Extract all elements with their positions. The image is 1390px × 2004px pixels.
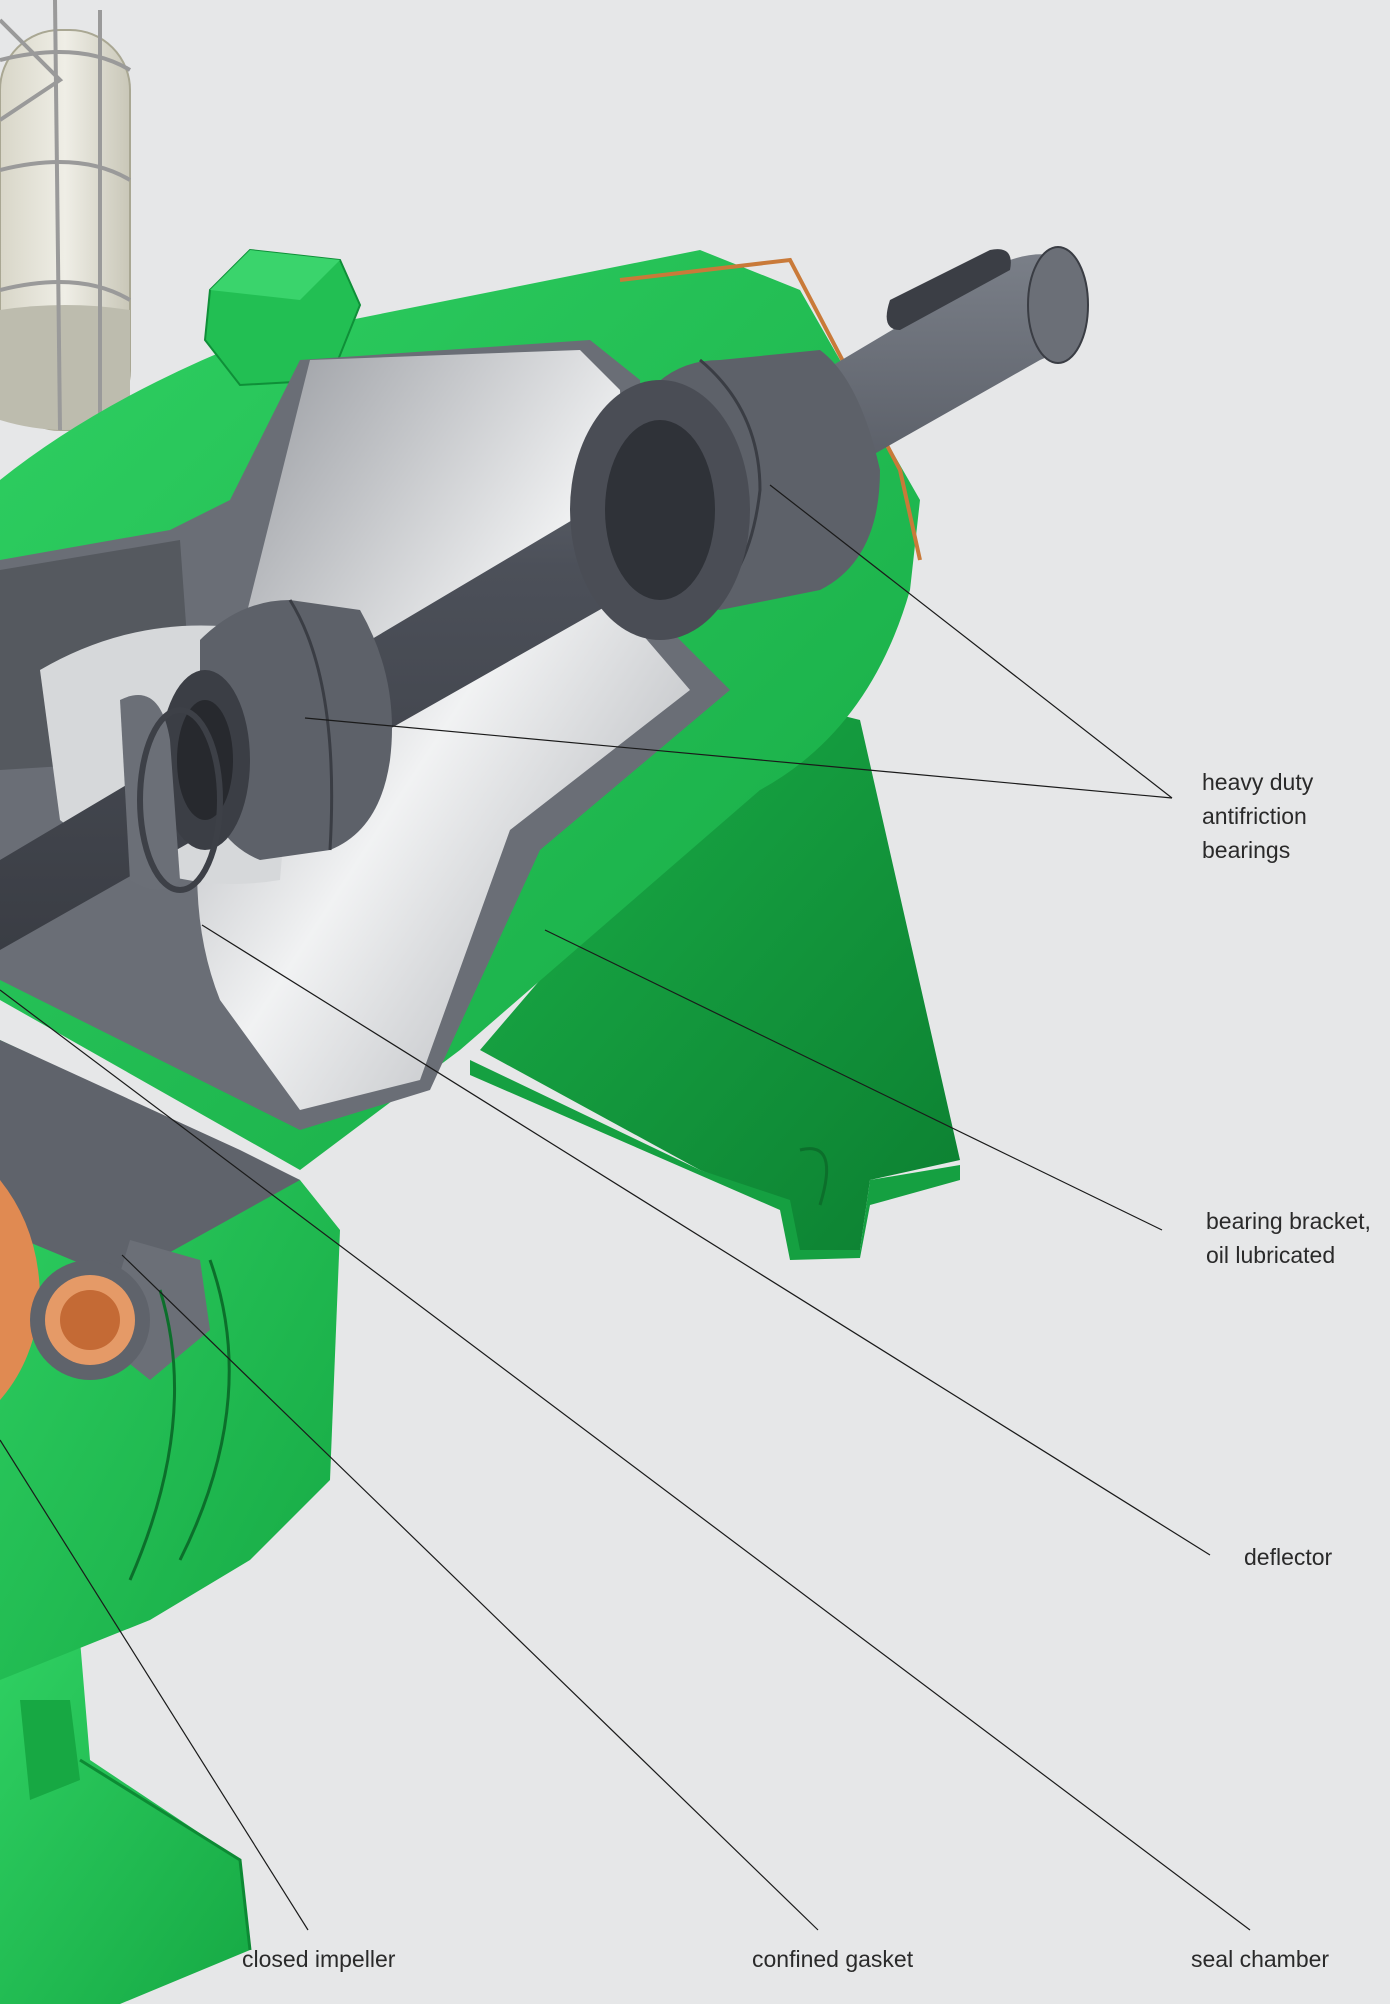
impeller: [0, 1180, 150, 1400]
rear-bearing: [570, 350, 880, 640]
label-seal-chamber: seal chamber: [1191, 1946, 1330, 1972]
label-bearing-bracket: bearing bracket, oil lubricated: [1206, 1204, 1371, 1272]
deflector-ring: [120, 695, 223, 893]
oil-sight-glass: [0, 0, 132, 431]
label-line: bearing bracket,: [1206, 1208, 1371, 1234]
leader-gasket: [121, 1254, 819, 1931]
label-deflector: deflector: [1244, 1544, 1333, 1570]
volute-casing: [0, 1040, 340, 1680]
label-line: heavy duty: [1202, 769, 1314, 795]
leader-lines: [0, 484, 1251, 1931]
label-line: antifriction: [1202, 803, 1307, 829]
label-confined-gasket: confined gasket: [752, 1946, 914, 1972]
leader-seal: [0, 989, 1251, 1931]
label-line: bearings: [1202, 837, 1291, 863]
leader-bearings-rear: [769, 484, 1173, 799]
leader-bearings-front: [304, 717, 1173, 799]
label-closed-impeller: closed impeller: [242, 1946, 396, 1972]
leader-impeller: [0, 1439, 309, 1931]
leader-bracket: [544, 929, 1163, 1231]
label-line: oil lubricated: [1206, 1242, 1336, 1268]
bracket-support-foot: [470, 700, 960, 1260]
leader-deflector: [201, 924, 1211, 1556]
label-heavy-duty-antifriction-bearings: heavy duty antifriction bearings: [1202, 765, 1313, 867]
front-bearing: [160, 599, 392, 860]
front-foot: [0, 1640, 252, 2004]
